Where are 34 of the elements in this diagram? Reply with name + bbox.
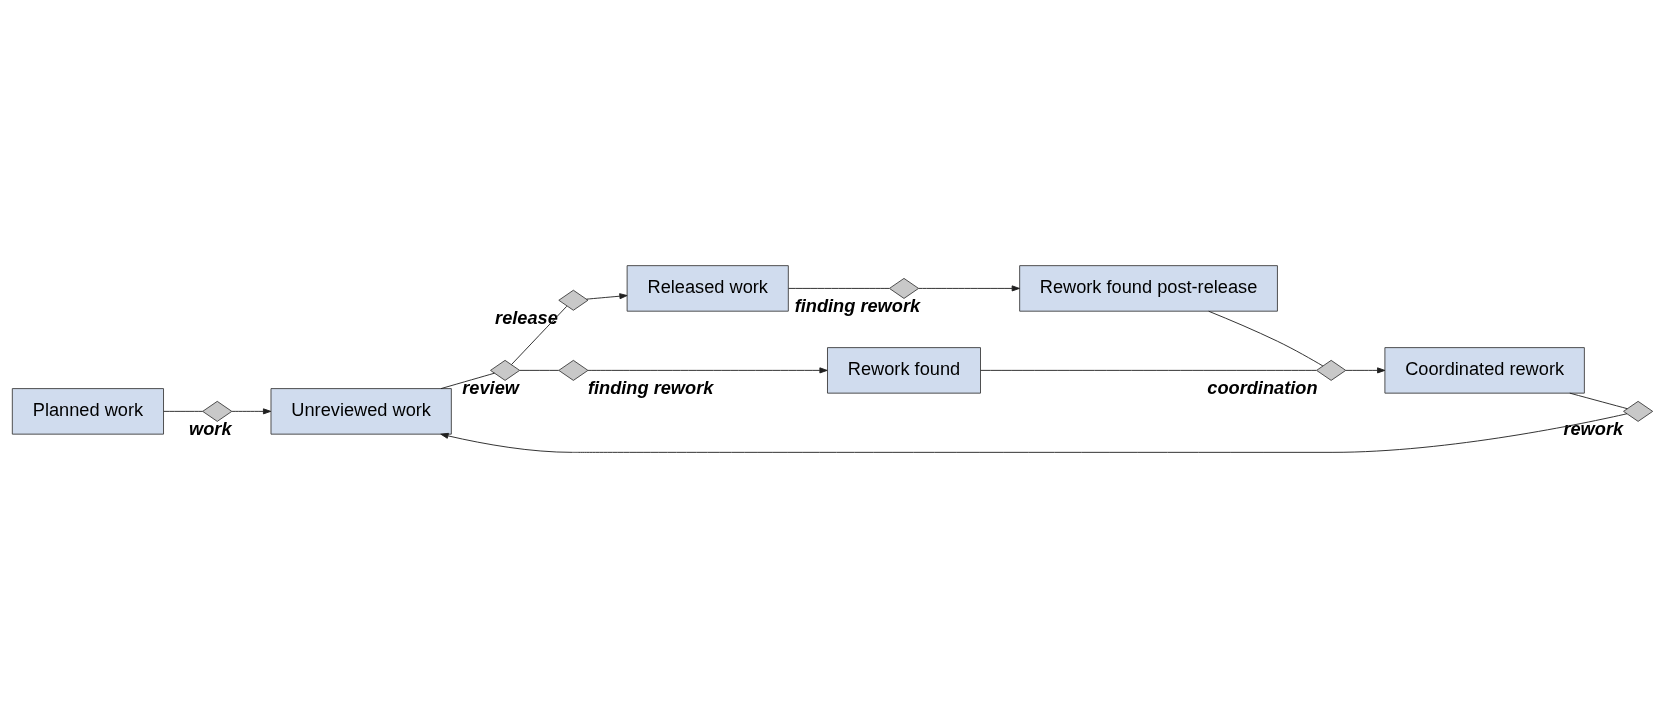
connector	[788, 287, 890, 289]
node-label: finding rework	[794, 295, 921, 316]
arrow	[1345, 366, 1386, 373]
connector	[440, 372, 495, 389]
node-label: release	[495, 307, 558, 328]
node-valve	[888, 277, 920, 299]
connector	[510, 305, 568, 365]
node-valve	[490, 359, 521, 381]
arrow	[918, 284, 1020, 291]
node-label: review	[462, 377, 519, 398]
node-label: finding rework	[587, 377, 714, 398]
node-box: Planned work	[11, 387, 164, 435]
node-label: work	[189, 418, 232, 439]
arrow	[587, 366, 828, 373]
arrow	[440, 412, 1628, 453]
arrow	[586, 292, 628, 300]
node-valve	[1316, 359, 1347, 381]
node-box: Coordinated rework	[1384, 346, 1585, 394]
connector	[980, 369, 1317, 371]
node-box: Released work	[626, 264, 789, 312]
node-valve	[558, 289, 589, 311]
connector	[1569, 392, 1628, 409]
node-valve	[1623, 400, 1654, 422]
node-box: Unreviewed work	[270, 387, 452, 435]
node-valve	[558, 359, 589, 381]
connector	[519, 369, 560, 371]
arrow	[231, 407, 272, 414]
node-label: rework	[1563, 418, 1624, 439]
connector	[1208, 310, 1324, 366]
node-box: Rework found	[827, 346, 981, 394]
connector	[163, 410, 204, 412]
node-valve	[202, 400, 233, 422]
node-label: coordination	[1207, 377, 1318, 398]
node-box: Rework found post-release	[1019, 264, 1278, 312]
